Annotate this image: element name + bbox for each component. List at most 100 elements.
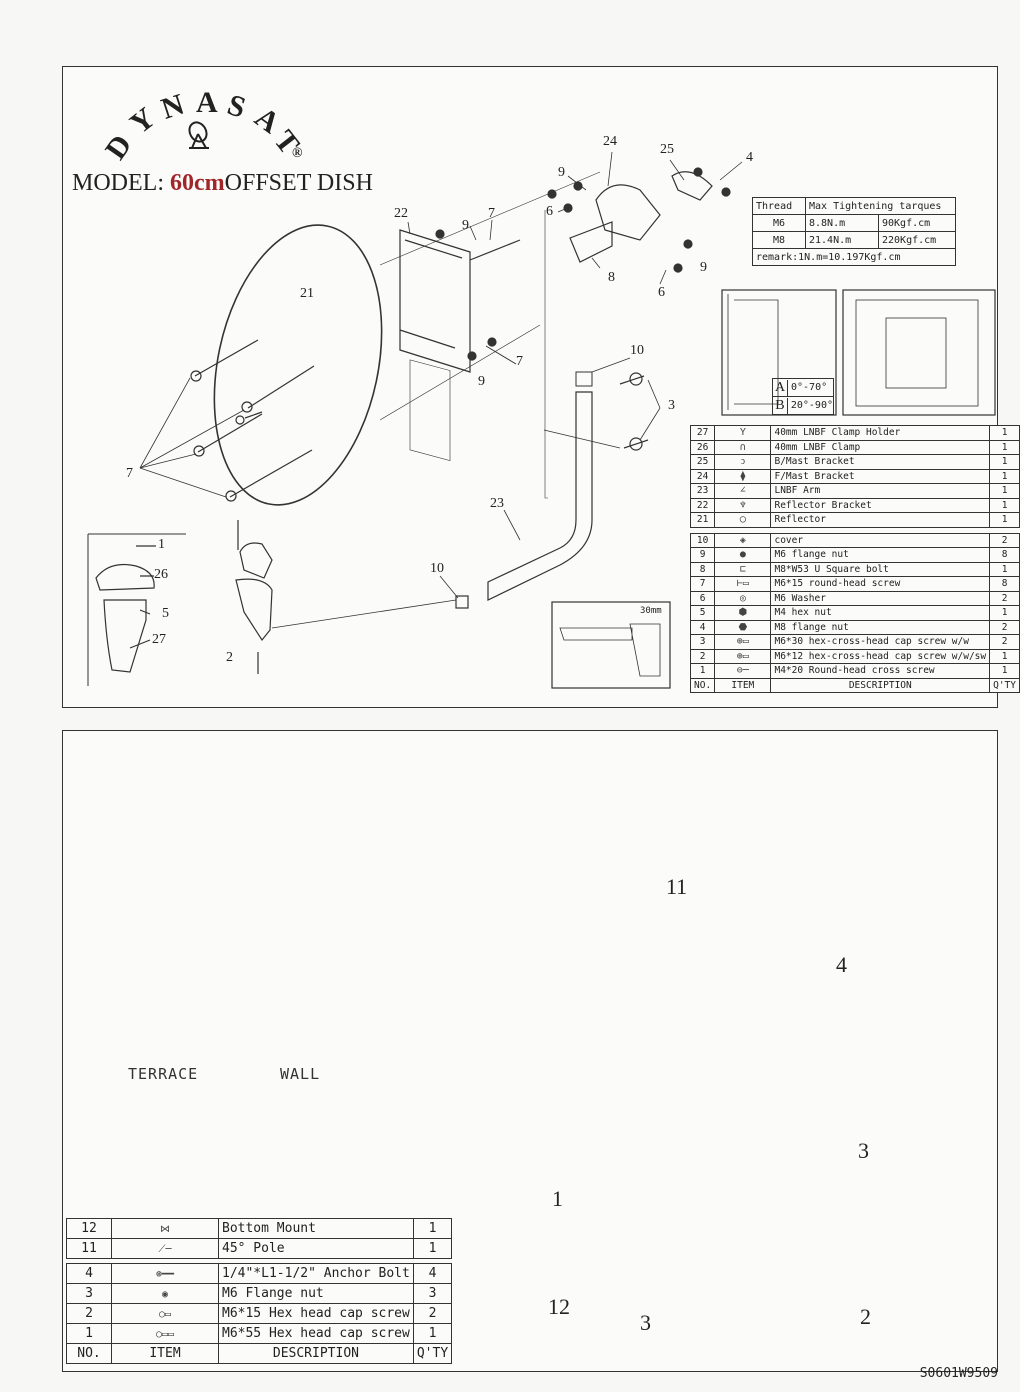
- parts-row: 2⊕▭M6*12 hex-cross-head cap screw w/w/sw…: [689, 648, 1020, 664]
- brand-logo: D Y N A S A T ®: [96, 86, 316, 176]
- callout-24: 24: [603, 134, 617, 149]
- u-bolt: [569, 221, 613, 263]
- parts-icon-cell: ●: [714, 547, 772, 563]
- parts-no: 11: [66, 1238, 112, 1259]
- parts-desc: Reflector Bracket: [770, 497, 991, 513]
- callout-4: 4: [746, 150, 753, 165]
- parts-qty: 1: [989, 468, 1020, 484]
- parts-no: 1: [66, 1323, 112, 1344]
- parts-qty: 1: [989, 425, 1020, 441]
- reflector-bracket-icon: ♆: [739, 499, 746, 511]
- parts-qty: 1: [989, 454, 1020, 470]
- washer-icon: ◎: [739, 592, 746, 604]
- clamp-detail: [95, 563, 155, 673]
- callout-3: 3: [858, 1138, 869, 1163]
- angle-b-value: 20°-90°: [790, 400, 833, 411]
- bracket-detail-frame: [721, 289, 837, 416]
- angle-a-label: A: [773, 379, 788, 396]
- parts-icon-cell: ⊕▭: [714, 648, 772, 664]
- parts-icon-cell: ⊛━━: [111, 1263, 219, 1284]
- parts-no: 2: [689, 648, 716, 664]
- parts-desc: F/Mast Bracket: [770, 468, 991, 484]
- satellite-dish-logo-icon: [188, 121, 209, 149]
- parts-desc: M6 Flange nut: [218, 1283, 414, 1304]
- parts-qty: 1: [989, 663, 1020, 679]
- bottom-mount-icon: ⋈: [160, 1224, 170, 1235]
- parts-no: 21: [689, 512, 716, 528]
- parts-desc: B/Mast Bracket: [770, 454, 991, 470]
- callout-12: 12: [548, 1294, 570, 1319]
- parts-icon-cell: ⊕▭: [714, 634, 772, 650]
- plate-detail-frame: [842, 289, 996, 416]
- parts-qty: 2: [989, 590, 1020, 606]
- callout-21: 21: [300, 286, 314, 301]
- parts-qty: 1: [989, 605, 1020, 621]
- parts-desc: cover: [770, 532, 991, 548]
- parts-icon-cell: ⟋─: [111, 1238, 219, 1259]
- parts-qty: 1: [989, 648, 1020, 664]
- reflector-dish: [213, 224, 383, 506]
- parts-desc: M6*30 hex-cross-head cap screw w/w: [770, 634, 991, 650]
- parts-footer-no: NO.: [66, 1343, 112, 1364]
- parts-no: 10: [689, 532, 716, 548]
- registered-mark: ®: [292, 146, 304, 161]
- parts-desc: 45° Pole: [218, 1238, 414, 1259]
- callout-23: 23: [490, 496, 504, 511]
- clamp-icon: ∩: [739, 441, 746, 453]
- callout-10: 10: [630, 343, 644, 358]
- parts-no: 22: [689, 497, 716, 513]
- round-head-screw-icon: ⊢▭: [736, 578, 749, 590]
- parts-no: 2: [66, 1303, 112, 1324]
- callout-7: 7: [126, 466, 133, 481]
- model-size: 60cm: [170, 170, 225, 196]
- cap-screw-icon: ⊕▭: [736, 650, 749, 662]
- flange-nut-icon: ●: [739, 549, 746, 561]
- callout-6: 6: [658, 285, 665, 300]
- reflector-bracket: [399, 229, 521, 373]
- parts-footer-qty: Q'TY: [412, 1343, 453, 1364]
- parts-icon-cell: ♆: [714, 497, 772, 513]
- parts-desc: M4 hex nut: [770, 605, 991, 621]
- parts-qty: 1: [989, 561, 1020, 577]
- callout-5: 5: [162, 606, 169, 621]
- b-mast-bracket-icon: ↄ: [740, 456, 746, 468]
- parts-no: 3: [689, 634, 716, 650]
- callout-22: 22: [394, 206, 408, 221]
- parts-qty: 8: [989, 547, 1020, 563]
- parts-no: 9: [689, 547, 716, 563]
- callout-4: 4: [836, 952, 847, 977]
- parts-qty: 1: [989, 497, 1020, 513]
- lnbf-arm-icon: ∠: [739, 485, 746, 497]
- cap-screw-icon: ⊕▭: [736, 636, 749, 648]
- parts-qty: 8: [989, 576, 1020, 592]
- parts-no: 27: [689, 425, 716, 441]
- parts-desc: Bottom Mount: [218, 1218, 414, 1239]
- parts-desc: M6*15 Hex head cap screw: [218, 1303, 414, 1324]
- document-code: S0601W9509: [919, 1366, 998, 1381]
- torque-thread: M8: [752, 231, 806, 249]
- parts-desc: M4*20 Round-head cross screw: [770, 663, 991, 679]
- callout-27: 27: [152, 632, 166, 647]
- mast-bracket-front: [595, 184, 661, 241]
- parts-qty: 1: [989, 483, 1020, 499]
- hex-screw-icon: ○▭▭: [155, 1329, 175, 1340]
- callout-25: 25: [660, 142, 674, 157]
- torque-nm: 21.4N.m: [805, 231, 879, 249]
- parts-qty: 4: [412, 1263, 453, 1284]
- parts-qty: 1: [989, 439, 1020, 455]
- callout-7: 7: [488, 206, 495, 221]
- lnbf-arm: [487, 391, 593, 601]
- parts-desc: M6 Washer: [770, 590, 991, 606]
- callout-9: 9: [462, 218, 469, 233]
